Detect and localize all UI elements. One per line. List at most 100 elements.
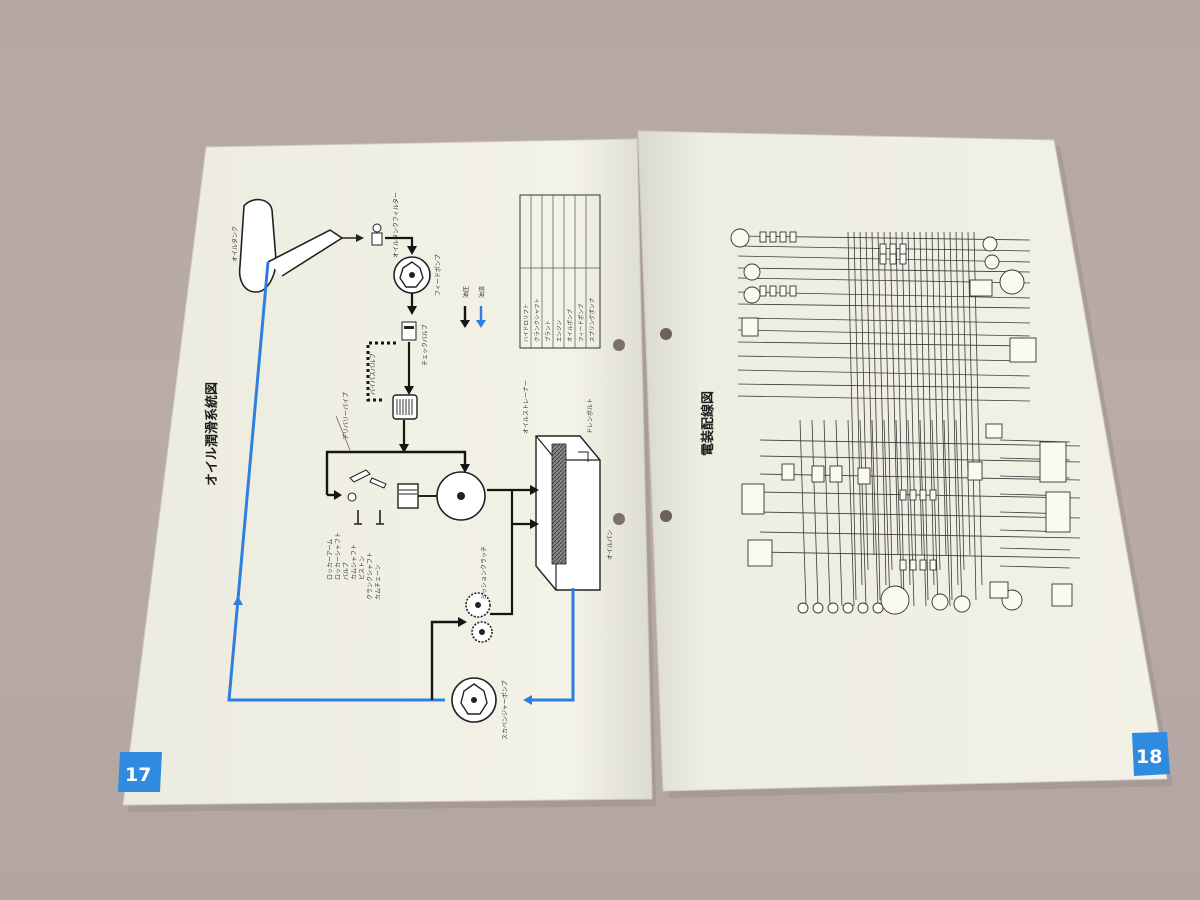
svg-text:ブラント: ブラント [544,320,552,342]
wire [931,231,941,571]
wiring-component [741,317,759,337]
wire [737,383,1031,389]
tank-filter-label: オイルタンクフィルター [392,192,400,258]
wire [901,231,911,586]
wiring-component [769,231,777,243]
drain-bolt-label: ドレンボルト [586,398,594,434]
mission-gear-icon [465,592,493,643]
wiring-lamp [812,602,824,614]
svg-text:ピストン: ピストン [359,556,366,580]
wiring-component [741,483,765,515]
wiring-component [1045,491,1071,533]
wiring-component [829,465,843,483]
wire [737,395,1031,402]
wiring-component [899,253,907,265]
wiring-diagram: 電装配線図 [700,228,1081,615]
wiring-lamp [743,286,761,304]
wire [871,231,881,601]
wire [737,303,1031,309]
wiring-component [879,243,887,255]
legend-pressure-label: 油圧 [462,286,470,298]
wire [759,511,1081,519]
blue-return-line [227,261,445,702]
wiring-component [789,285,797,297]
svg-text:カムシャフト: カムシャフト [351,544,358,580]
wiring-component [909,489,917,501]
delivery-pipe-label: デリバリーパイプ [342,392,350,440]
wiring-component [967,461,983,481]
wire [925,231,935,586]
blue-suction-line [528,588,575,702]
wiring-component [1051,583,1073,607]
blue-arrow-up [233,596,243,605]
wire [871,419,879,607]
oil-pan-icon [535,435,601,591]
wiring-lamp [880,585,910,615]
wiring-component [929,559,937,571]
wire [737,317,1031,324]
wire [759,455,1081,463]
wiring-lamp [984,254,1000,270]
wiring-lamp [999,269,1025,295]
oil-lubrication-diagram: オイルタンク オイルタンクフィルター フィードポンプ チェックバルブ [204,192,614,740]
wiring-component [889,243,897,255]
oil-pan-label: オイルパン [607,530,614,560]
wiring-component [747,539,773,567]
wire [865,231,875,556]
wiring-component [879,253,887,265]
svg-text:ハイドロリフト: ハイドロリフト [523,304,530,342]
wiring-component [889,253,897,265]
svg-text:ロッカーシャフト: ロッカーシャフト [335,532,342,580]
svg-text:スプリングポンプ: スプリングポンプ [588,298,596,342]
oil-strainer-label: オイルストレーナー [523,380,530,434]
wire [907,419,915,607]
wire [737,369,1031,377]
svg-text:18: 18 [1136,746,1162,768]
wiring-lamp [797,602,809,614]
wire [883,419,891,607]
right-page-title: 電装配線図 [700,391,716,456]
svg-text:オイルポンプ: オイルポンプ [567,309,574,342]
wire [895,231,905,601]
wiring-component [899,489,907,501]
wiring-lamp [827,602,839,614]
wiring-lamp [982,236,998,252]
wiring-lamp [953,595,971,613]
wiring-component [919,489,927,501]
scavenge-pump-icon [451,677,497,723]
wire [999,565,1071,569]
mission-clutch-label: ミッションクラッチ [481,546,488,600]
right-page [637,130,1168,792]
left-page-title: オイル潤滑系統図 [204,382,220,486]
wire [847,231,857,601]
feed-pump-icon [393,256,431,294]
wire [759,439,1081,447]
check-valve-icon [401,321,417,341]
svg-text:17: 17 [125,764,151,786]
wiring-component [929,489,937,501]
wiring-lamp [872,602,884,614]
page-number-17: 17 [118,752,162,792]
binding-holes [613,328,672,525]
wiring-component [769,285,777,297]
wire [737,341,1031,347]
wiring-lamp [857,602,869,614]
wiring-component [759,231,767,243]
wire [931,419,939,607]
legend: 油圧 油流 [460,286,486,328]
wire [907,231,917,571]
oil-tank-label: オイルタンク [231,226,239,262]
wire [835,419,843,607]
wiring-component [989,581,1009,599]
wiring-component [899,243,907,255]
svg-text:カムチェーン: カムチェーン [375,564,382,600]
feed-pump-label: フィードポンプ [434,254,442,296]
wire [737,329,1031,337]
wiring-component [789,231,797,243]
wire [999,547,1071,551]
svg-text:ロッカーアーム: ロッカーアーム [327,539,334,580]
bypass-valve-label: バイパスバルブ [369,353,377,395]
wiring-component [1009,337,1037,363]
scavenge-pump-label: スカベンジャーポンプ [501,680,509,740]
